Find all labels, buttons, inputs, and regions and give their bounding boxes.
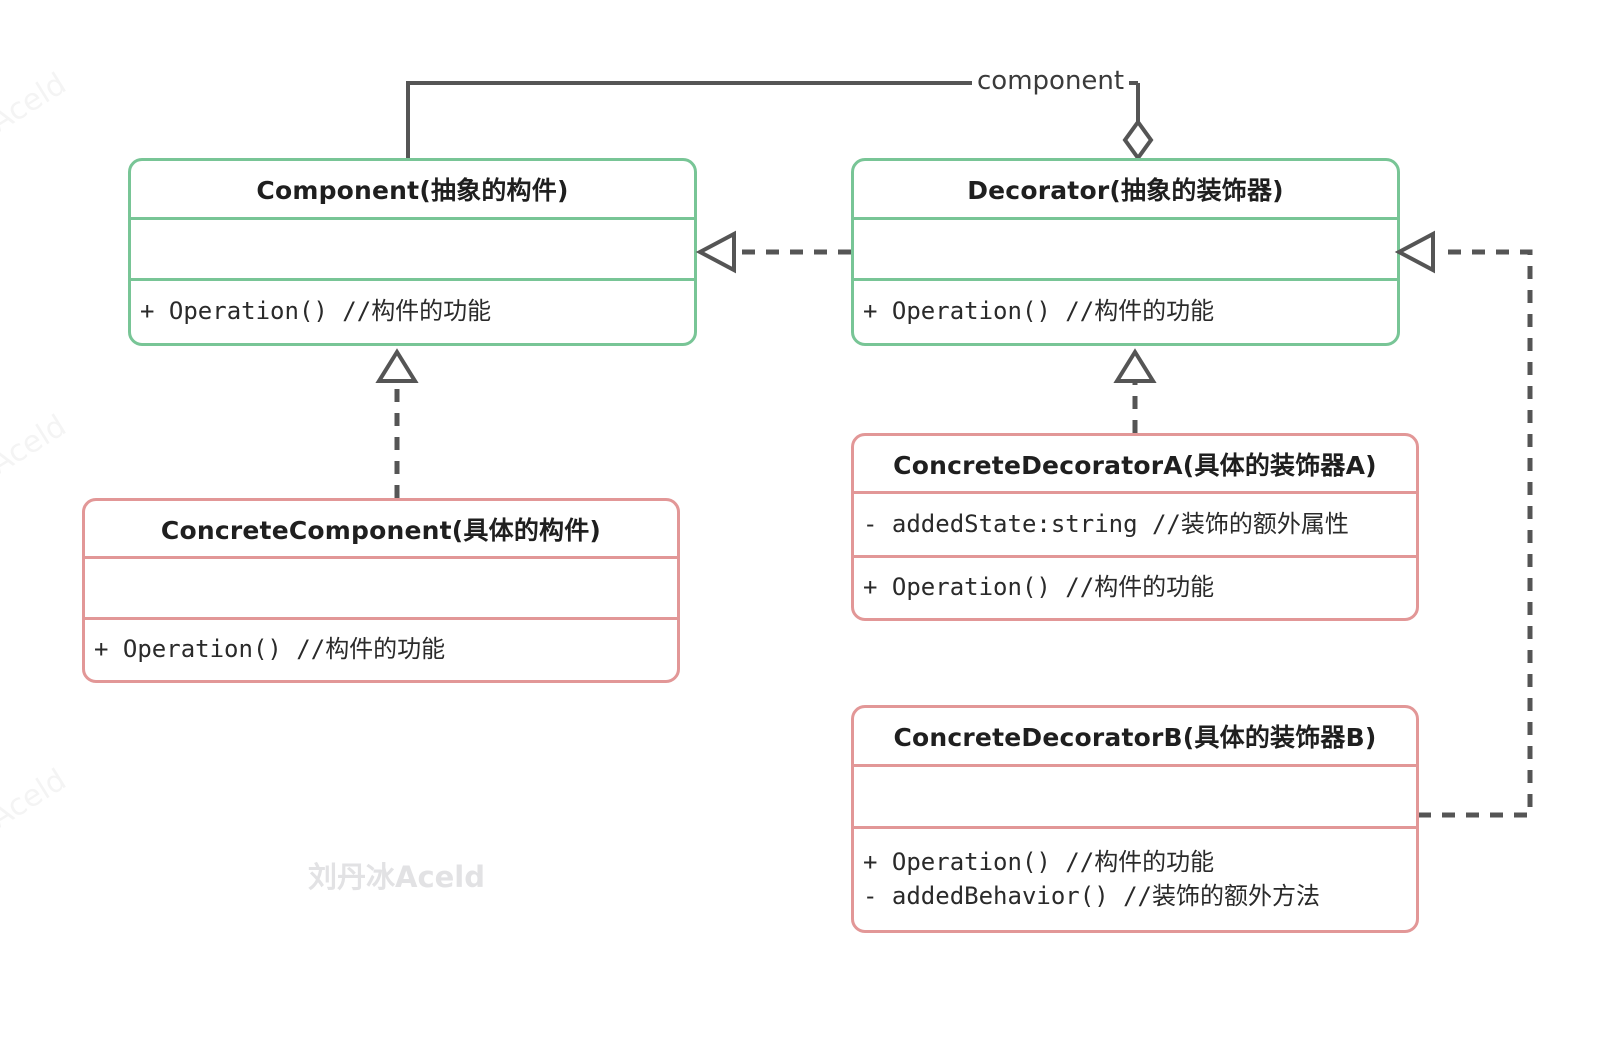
class-title-component: Component(抽象的构件) [256,176,569,206]
class-method-concrete-decorator-a-0: + Operation() //构件的功能 [863,573,1215,602]
class-methods-row-component: + Operation() //构件的功能 [131,281,694,343]
class-title-decorator: Decorator(抽象的装饰器) [967,176,1284,206]
class-box-component[interactable]: Component(抽象的构件) + Operation() //构件的功能 [128,158,697,346]
class-box-decorator[interactable]: Decorator(抽象的装饰器) + Operation() //构件的功能 [851,158,1400,346]
class-methods-row-decorator: + Operation() //构件的功能 [854,281,1397,343]
class-method-concrete-decorator-b-0: + Operation() //构件的功能 [863,848,1215,877]
class-method-concrete-decorator-b-1: - addedBehavior() //装饰的额外方法 [863,881,1320,910]
class-attributes-row-decorator [854,220,1397,282]
edge-label-component: component [972,66,1130,96]
class-attributes-row-concrete-decorator-a: - addedState:string //装饰的额外属性 [854,494,1416,558]
class-attribute-concrete-decorator-a-0: - addedState:string //装饰的额外属性 [863,509,1349,538]
aggregation-line-segment-left [406,81,1138,158]
class-methods-row-concrete-component: + Operation() //构件的功能 [85,620,677,680]
watermark-center: 刘丹冰Aceld [308,860,486,894]
realization-line-decoratorb-to-decorator [1418,249,1533,818]
class-title-concrete-component: ConcreteComponent(具体的构件) [160,515,602,545]
class-box-concrete-component[interactable]: ConcreteComponent(具体的构件) + Operation() /… [82,498,680,683]
aggregation-diamond-icon [1122,118,1154,162]
class-box-concrete-decorator-a[interactable]: ConcreteDecoratorA(具体的装饰器A) - addedState… [851,433,1419,621]
class-method-component-0: + Operation() //构件的功能 [140,297,492,326]
class-attributes-row-component [131,220,694,282]
class-title-row: ConcreteDecoratorB(具体的装饰器B) [854,708,1416,767]
class-title-row: ConcreteDecoratorA(具体的装饰器A) [854,436,1416,495]
class-title-concrete-decorator-b: ConcreteDecoratorB(具体的装饰器B) [893,723,1377,752]
class-methods-row-concrete-decorator-a: + Operation() //构件的功能 [854,558,1416,618]
class-title-row: ConcreteComponent(具体的构件) [85,501,677,560]
class-title-concrete-decorator-a: ConcreteDecoratorA(具体的装饰器A) [893,450,1377,480]
class-title-row: Decorator(抽象的装饰器) [854,161,1397,221]
class-attributes-row-concrete-decorator-b [854,767,1416,829]
class-method-concrete-component-0: + Operation() //构件的功能 [94,635,446,664]
class-title-row: Component(抽象的构件) [131,161,694,221]
class-methods-row-concrete-decorator-b: + Operation() //构件的功能 - addedBehavior() … [854,829,1416,930]
class-attributes-row-concrete-component [85,559,677,621]
class-box-concrete-decorator-b[interactable]: ConcreteDecoratorB(具体的装饰器B) + Operation(… [851,705,1419,933]
class-method-decorator-0: + Operation() //构件的功能 [863,297,1215,326]
